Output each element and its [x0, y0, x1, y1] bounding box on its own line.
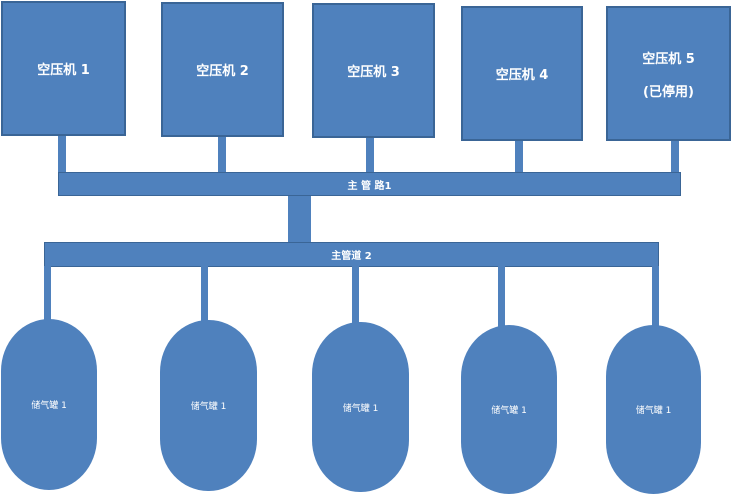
main-pipe-1: 主 管 路1 — [58, 172, 681, 196]
compressor-label: 空压机 3 — [347, 65, 400, 80]
compressor-label: 空压机 5 — [642, 51, 695, 67]
air-tank-1: 储气罐 1 — [1, 319, 97, 490]
pipe-stem — [515, 141, 523, 173]
tank-label: 储气罐 1 — [31, 401, 67, 411]
pipe-drop — [498, 266, 505, 327]
compressor-1: 空压机 1 — [1, 1, 126, 136]
pipe-drop — [352, 266, 359, 324]
air-tank-3: 储气罐 1 — [312, 322, 409, 492]
main-pipe-1-label: 主 管 路1 — [347, 180, 392, 192]
main-pipe-2: 主管道 2 — [44, 242, 659, 267]
air-tank-5: 储气罐 1 — [606, 325, 701, 494]
pipe-connector — [288, 196, 311, 243]
pipe-drop — [201, 266, 208, 322]
compressor-label: 空压机 2 — [196, 64, 249, 79]
pipe-stem — [366, 138, 374, 173]
compressor-4: 空压机 4 — [461, 6, 583, 141]
compressor-2: 空压机 2 — [161, 2, 284, 137]
compressor-5: 空压机 5 (已停用) — [606, 6, 731, 141]
tank-label: 储气罐 1 — [491, 406, 527, 416]
pipe-drop — [44, 266, 51, 321]
compressor-label: 空压机 1 — [37, 63, 90, 78]
air-tank-4: 储气罐 1 — [461, 325, 557, 494]
compressor-3: 空压机 3 — [312, 3, 435, 138]
pipe-drop — [652, 266, 659, 327]
compressor-label: 空压机 4 — [495, 68, 549, 83]
pipe-stem — [218, 137, 226, 173]
air-tank-2: 储气罐 1 — [160, 320, 257, 491]
pipe-stem — [671, 141, 679, 173]
tank-label: 储气罐 1 — [190, 402, 227, 412]
compressor-status: (已停用) — [643, 84, 694, 100]
tank-label: 储气罐 1 — [342, 403, 379, 414]
main-pipe-2-label: 主管道 2 — [331, 251, 372, 262]
pipe-stem — [58, 136, 66, 173]
tank-label: 储气罐 1 — [635, 406, 672, 416]
